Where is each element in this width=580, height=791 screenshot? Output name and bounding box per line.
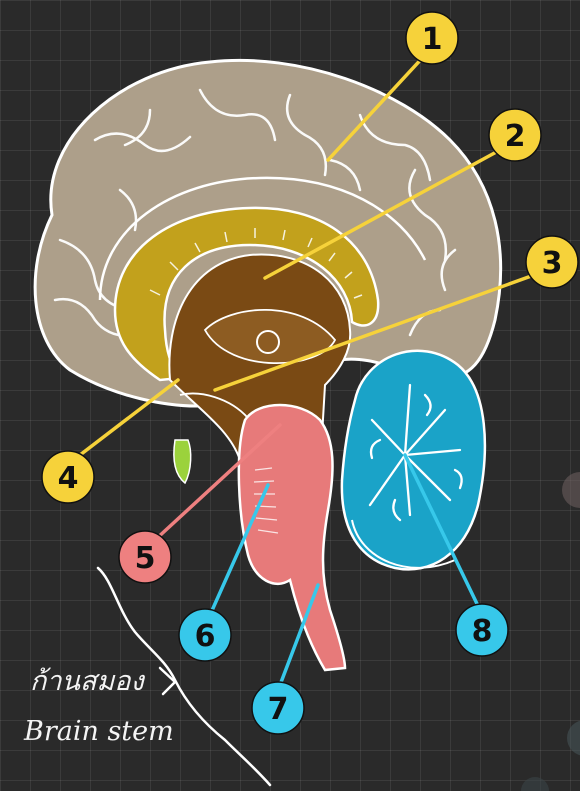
edge-badge-1 — [562, 472, 580, 508]
svg-text:3: 3 — [542, 246, 563, 281]
badge-1: 1 — [406, 12, 458, 64]
badge-2: 2 — [489, 109, 541, 161]
badge-8: 8 — [456, 604, 508, 656]
pituitary — [174, 440, 191, 483]
badge-6: 6 — [179, 609, 231, 661]
badge-3: 3 — [526, 236, 578, 288]
svg-text:1: 1 — [422, 22, 443, 57]
badge-7: 7 — [252, 682, 304, 734]
badge-4: 4 — [42, 451, 94, 503]
caption-thai: ก้านสมอง — [30, 666, 145, 697]
brain-stem — [239, 405, 345, 670]
cerebellum — [342, 351, 485, 570]
svg-text:7: 7 — [268, 692, 289, 727]
svg-text:2: 2 — [505, 119, 526, 154]
svg-text:4: 4 — [58, 461, 79, 496]
svg-text:5: 5 — [135, 541, 156, 576]
caption-english: Brain stem — [23, 716, 174, 747]
brace-tip — [160, 668, 175, 694]
svg-text:8: 8 — [472, 614, 493, 649]
edge-badge-2 — [567, 720, 580, 756]
edge-badge-3 — [521, 777, 549, 791]
svg-text:6: 6 — [195, 619, 216, 654]
badge-5: 5 — [119, 531, 171, 583]
